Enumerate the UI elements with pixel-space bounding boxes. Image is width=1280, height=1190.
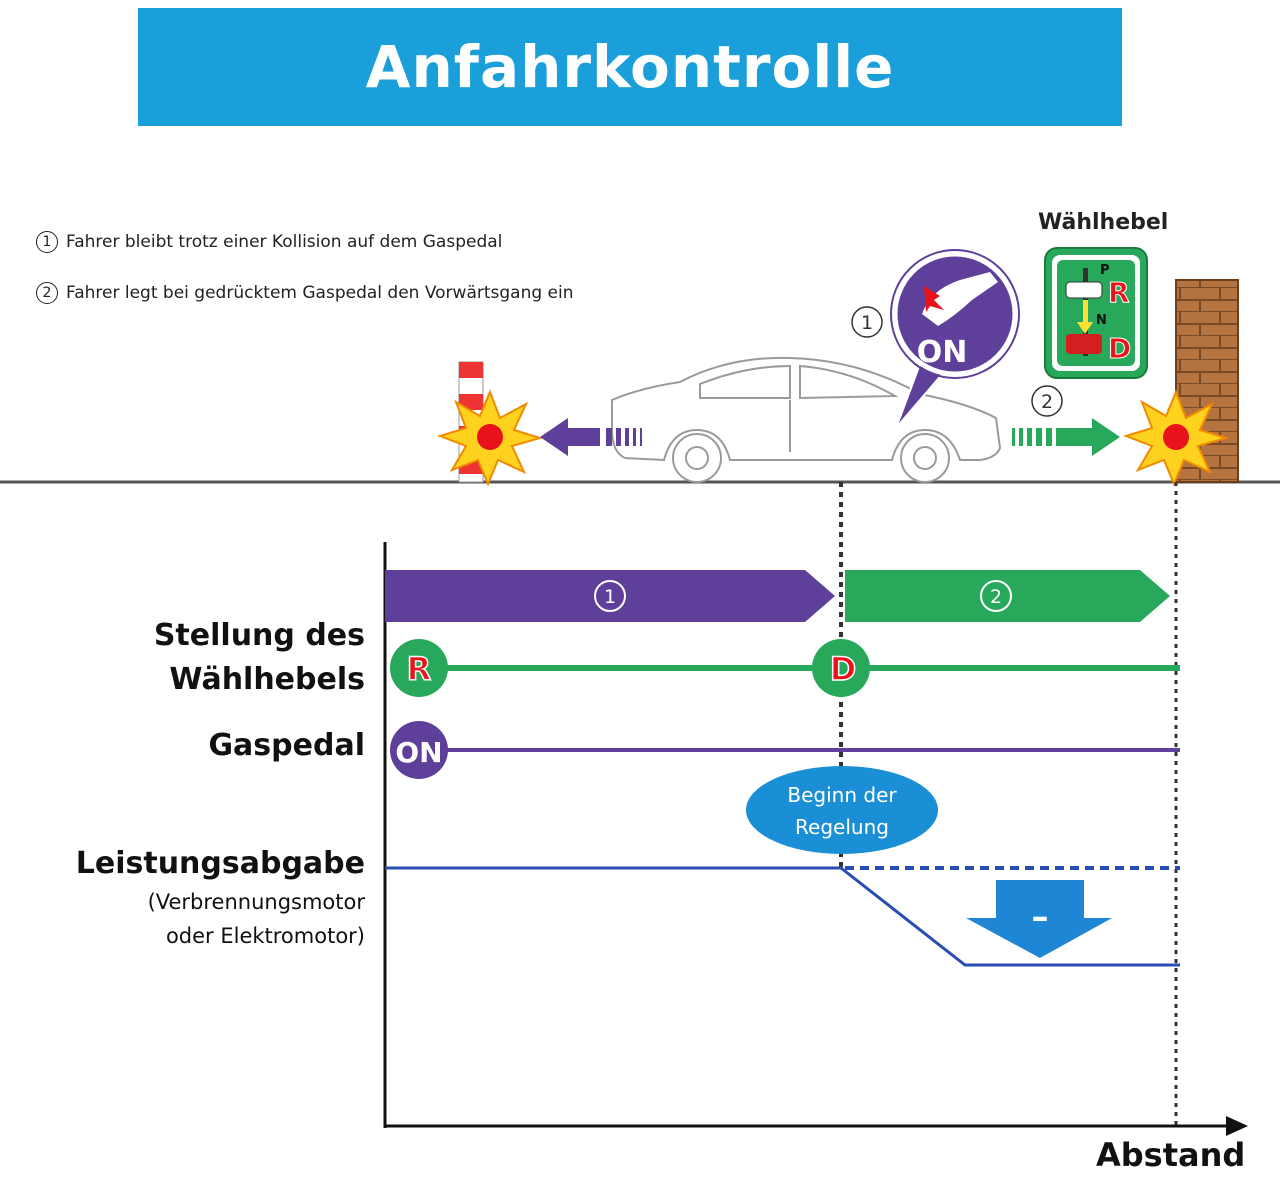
- reverse-motion-arrow: [540, 418, 642, 456]
- output-row-sublabel: (Verbrennungsmotor oder Elektromotor): [147, 890, 365, 948]
- selector-marker-r: [390, 639, 448, 697]
- legend-number: 2: [36, 282, 58, 304]
- phase-bar-1: [385, 570, 835, 622]
- phase-bar-1-label: 1: [604, 586, 616, 608]
- control-start-ellipse: [746, 766, 938, 854]
- pedal-on-marker-text: ON: [395, 736, 442, 769]
- pedal-callout: ON: [890, 249, 1020, 429]
- gear-selector-icon: P R N D: [1044, 247, 1148, 379]
- control-start-line2: Regelung: [795, 815, 889, 839]
- legend-item-2: 2 Fahrer legt bei gedrücktem Gaspedal den…: [36, 282, 574, 304]
- output-line: [385, 866, 1180, 967]
- selector-row-label: Stellung des Wählhebels: [153, 618, 365, 697]
- selector-marker-d: [812, 639, 870, 697]
- control-start-line1: Beginn der: [787, 783, 897, 807]
- legend-number: 1: [36, 231, 58, 253]
- svg-text:D: D: [1108, 332, 1131, 365]
- reduction-down-arrow: [966, 880, 1112, 958]
- forward-motion-arrow: [1012, 418, 1120, 456]
- selector-title: Wählhebel: [1038, 210, 1169, 235]
- output-row-label: Leistungsabgabe: [75, 846, 365, 881]
- crash-burst-left: [436, 389, 544, 487]
- legend-item-1: 1 Fahrer bleibt trotz einer Kollision auf…: [36, 231, 502, 253]
- foot-icon: [922, 272, 998, 326]
- crash-burst-right: [1122, 389, 1230, 487]
- legend-text: Fahrer bleibt trotz einer Kollision auf …: [66, 232, 503, 252]
- x-axis-arrowhead: [1226, 1116, 1248, 1136]
- scene-marker-2-text: 2: [1041, 391, 1053, 413]
- page-title: Anfahrkontrolle: [365, 33, 895, 101]
- selector-marker-r-text: R: [407, 650, 432, 688]
- pedal-on-marker: [390, 721, 448, 779]
- scene-marker-1: [851, 306, 883, 338]
- selector-marker-d-text: D: [830, 650, 857, 688]
- reduction-sign: –: [1032, 897, 1049, 937]
- pedal-on-badge: ON: [917, 335, 968, 370]
- legend-text: Fahrer legt bei gedrücktem Gaspedal den …: [66, 283, 574, 303]
- scene-marker-2: [1031, 385, 1063, 417]
- press-arrow-icon: [924, 286, 944, 312]
- svg-text:R: R: [1108, 276, 1130, 309]
- x-axis-label: Abstand: [1096, 1136, 1246, 1174]
- pedal-row-label: Gaspedal: [208, 728, 365, 763]
- svg-text:N: N: [1096, 313, 1107, 328]
- phase-bar-2-label: 2: [990, 586, 1002, 608]
- svg-text:P: P: [1100, 263, 1110, 278]
- car-illustration: [611, 356, 1002, 483]
- phase-bar-2: [845, 570, 1170, 622]
- scene-marker-1-text: 1: [861, 312, 873, 334]
- title-banner: Anfahrkontrolle: [138, 8, 1122, 126]
